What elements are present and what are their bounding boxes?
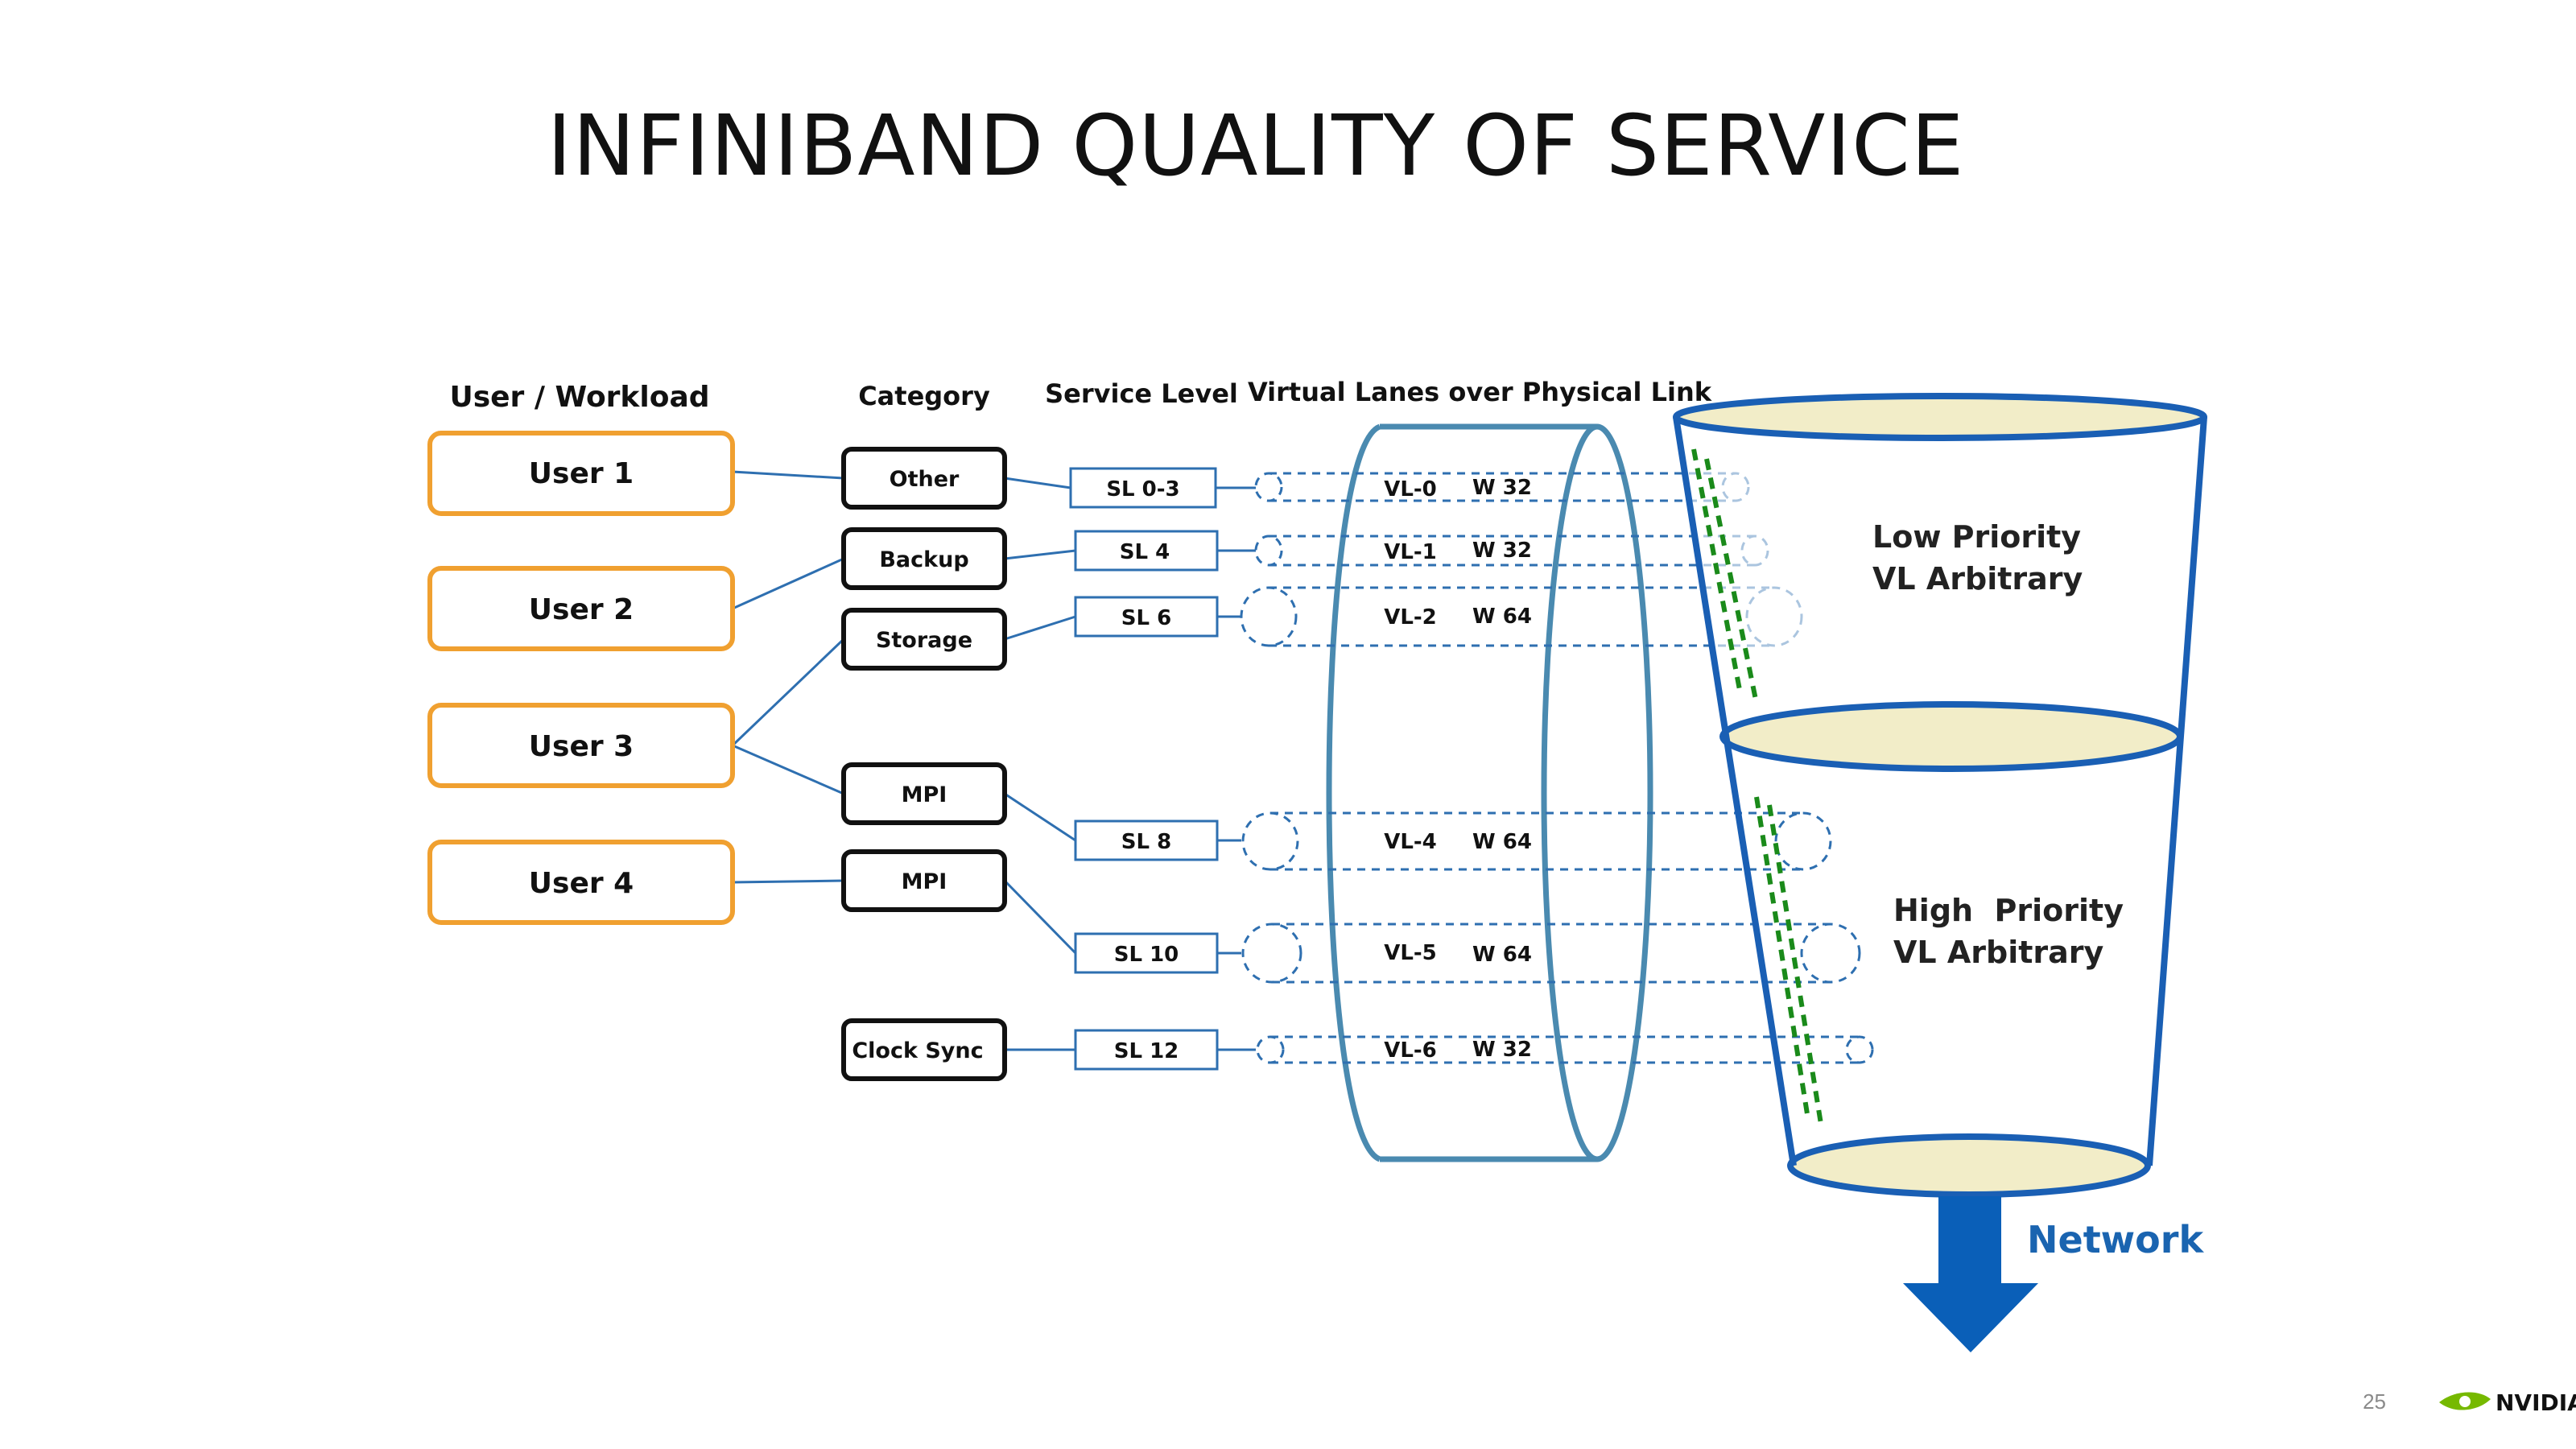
arbitration-dashes <box>1691 448 1823 1125</box>
low-priority-label-1: Low Priority <box>1872 519 2081 555</box>
header-virtual-lanes: Virtual Lanes over Physical Link <box>1248 377 1712 407</box>
virtual-lane-6: VL-6 W 32 <box>1256 1035 1874 1064</box>
category-label-storage: Storage <box>876 628 972 653</box>
sl-box-10: SL 10 <box>1074 932 1219 974</box>
sl-label-10: SL 10 <box>1114 943 1179 967</box>
sl-lane-connectors <box>1216 486 1256 1051</box>
physical-link-cylinder <box>1326 423 1653 1162</box>
vl-weight-6: W 32 <box>1472 1038 1532 1062</box>
low-priority-label-2: VL Arbitrary <box>1872 561 2083 597</box>
header-category: Category <box>858 381 990 411</box>
network-arrow <box>1903 1196 2038 1352</box>
user-label-1: User 1 <box>529 457 634 490</box>
sl-label-0-3: SL 0-3 <box>1106 477 1179 502</box>
vl-weight-2: W 64 <box>1472 605 1532 629</box>
header-user-workload: User / Workload <box>449 381 709 414</box>
high-priority-label-1: High Priority <box>1893 893 2124 928</box>
vl-weight-1: W 32 <box>1472 539 1532 563</box>
user-label-4: User 4 <box>529 867 634 900</box>
sl-label-8: SL 8 <box>1121 830 1171 854</box>
sl-label-4: SL 4 <box>1120 540 1170 564</box>
arbitration-funnel <box>1673 393 2207 1198</box>
sl-label-12: SL 12 <box>1114 1039 1179 1063</box>
category-box-clock-sync: Clock Sync <box>841 1018 1007 1081</box>
sl-box-0-3: SL 0-3 <box>1069 467 1217 509</box>
category-label-mpi-1: MPI <box>902 782 947 807</box>
user-box-1: User 1 <box>427 431 735 516</box>
virtual-lane-0: VL-0 W 32 <box>1254 472 1750 502</box>
slide-title: INFINIBAND QUALITY OF SERVICE <box>547 97 1965 195</box>
vl-label-4: VL-4 <box>1384 830 1437 854</box>
header-service-level: Service Level <box>1045 378 1238 409</box>
nvidia-logo: NVIDIA. <box>2439 1389 2576 1416</box>
virtual-lane-1: VL-1 W 32 <box>1254 535 1769 567</box>
vl-label-2: VL-2 <box>1384 605 1437 630</box>
vl-weight-4: W 64 <box>1472 830 1532 854</box>
vl-label-5: VL-5 <box>1384 941 1437 965</box>
vl-label-6: VL-6 <box>1384 1038 1437 1063</box>
virtual-lane-4: VL-4 W 64 <box>1241 811 1832 871</box>
category-label-backup: Backup <box>879 547 968 572</box>
category-box-mpi-1: MPI <box>841 762 1007 825</box>
user-label-2: User 2 <box>529 593 634 626</box>
vl-weight-0: W 32 <box>1472 476 1532 500</box>
user-box-4: User 4 <box>427 840 735 925</box>
sl-box-12: SL 12 <box>1074 1029 1219 1071</box>
user-label-3: User 3 <box>529 730 634 763</box>
vl-weight-5: W 64 <box>1472 943 1532 967</box>
page-number: 25 <box>2363 1389 2386 1414</box>
high-priority-label-2: VL Arbitrary <box>1893 935 2104 970</box>
category-label-mpi-2: MPI <box>902 869 947 894</box>
category-label-other: Other <box>890 467 960 492</box>
category-box-backup: Backup <box>841 527 1007 590</box>
virtual-lane-5: VL-5 W 64 <box>1241 923 1861 984</box>
connector-lines <box>731 470 1077 1051</box>
sl-box-8: SL 8 <box>1074 819 1219 861</box>
category-label-clock-sync: Clock Sync <box>852 1038 983 1063</box>
category-box-storage: Storage <box>841 608 1007 671</box>
sl-label-6: SL 6 <box>1121 606 1171 630</box>
user-box-2: User 2 <box>427 566 735 651</box>
nvidia-wordmark: NVIDIA. <box>2496 1389 2576 1416</box>
category-box-other: Other <box>841 447 1007 510</box>
network-label: Network <box>2027 1218 2204 1261</box>
vl-label-0: VL-0 <box>1384 477 1437 502</box>
sl-box-4: SL 4 <box>1074 530 1219 572</box>
vl-label-1: VL-1 <box>1384 540 1437 564</box>
sl-box-6: SL 6 <box>1074 596 1219 638</box>
category-box-mpi-2: MPI <box>841 849 1007 912</box>
user-box-3: User 3 <box>427 703 735 788</box>
